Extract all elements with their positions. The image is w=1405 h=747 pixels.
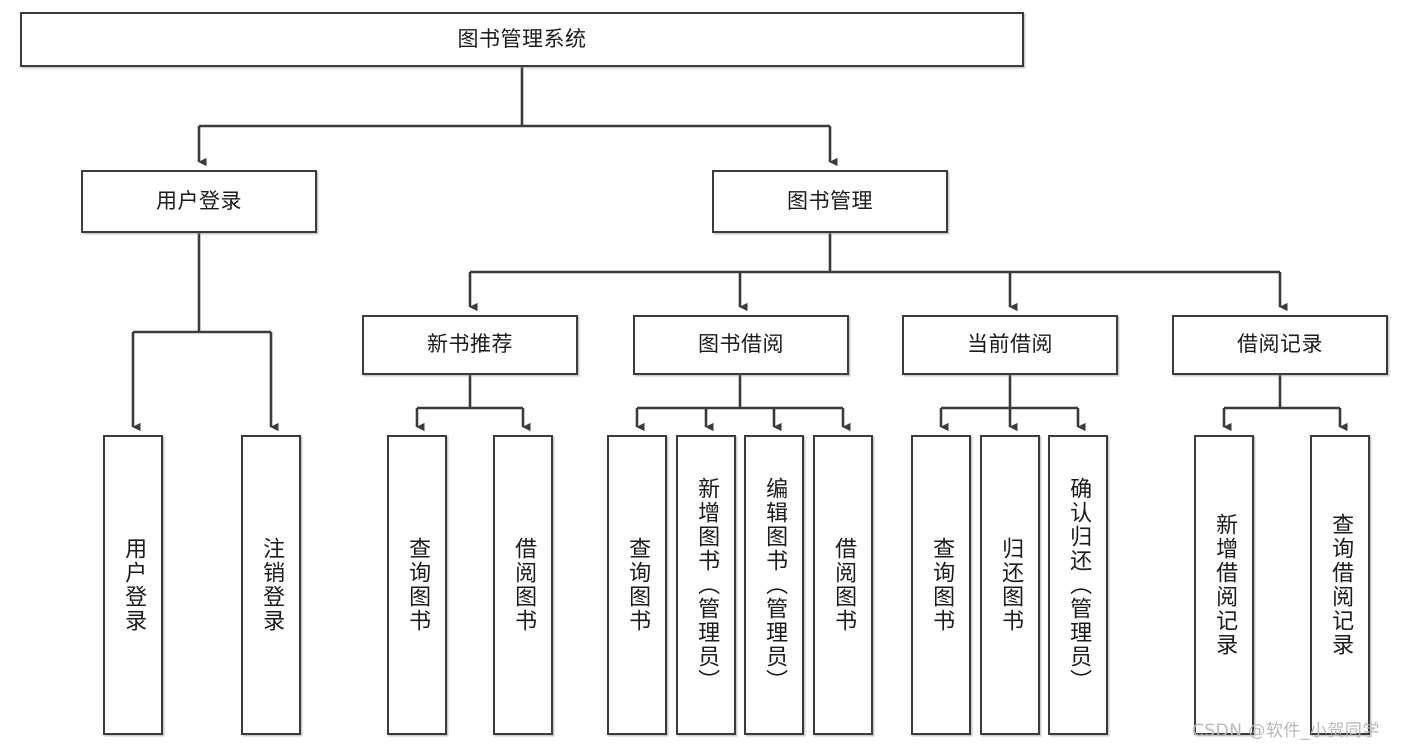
node-label: 图书管理系统 — [457, 26, 587, 51]
node-root-book-management-system[interactable]: 图书管理系统 — [20, 12, 1024, 67]
node-label: 借阅图书 — [831, 537, 857, 633]
leaf-query-borrow-record[interactable]: 查询借阅记录 — [1310, 435, 1370, 735]
csdn-watermark: CSDN @软件_小贺同学 — [1192, 721, 1380, 741]
node-label: 归还图书 — [998, 537, 1024, 633]
node-label: 查询借阅记录 — [1328, 513, 1354, 657]
node-label: 查询图书 — [625, 537, 651, 633]
node-book-management[interactable]: 图书管理 — [712, 170, 948, 233]
node-label: 图书借阅 — [698, 332, 784, 357]
node-label: 用户登录 — [156, 188, 242, 213]
node-label: 新增借阅记录 — [1212, 513, 1238, 657]
leaf-borrow-books-newbook[interactable]: 借阅图书 — [493, 435, 553, 735]
leaf-user-login[interactable]: 用户登录 — [103, 435, 163, 735]
node-label: 当前借阅 — [967, 332, 1053, 357]
leaf-logout[interactable]: 注销登录 — [241, 435, 301, 735]
node-label: 新增图书（管理员） — [694, 477, 720, 693]
node-label: 图书管理 — [787, 188, 873, 213]
leaf-borrow-books-borrow[interactable]: 借阅图书 — [813, 435, 873, 735]
node-user-login[interactable]: 用户登录 — [81, 170, 317, 233]
node-label: 确认归还（管理员） — [1066, 477, 1092, 693]
leaf-return-books[interactable]: 归还图书 — [980, 435, 1040, 735]
node-borrowing-record[interactable]: 借阅记录 — [1172, 315, 1388, 375]
node-label: 查询图书 — [929, 537, 955, 633]
node-label: 新书推荐 — [427, 332, 513, 357]
leaf-edit-book-admin[interactable]: 编辑图书（管理员） — [744, 435, 804, 735]
node-label: 借阅图书 — [511, 537, 537, 633]
node-label: 查询图书 — [405, 537, 431, 633]
node-label: 借阅记录 — [1237, 332, 1323, 357]
leaf-add-book-admin[interactable]: 新增图书（管理员） — [676, 435, 736, 735]
leaf-query-books-borrow[interactable]: 查询图书 — [607, 435, 667, 735]
leaf-query-books-current[interactable]: 查询图书 — [911, 435, 971, 735]
node-label: 用户登录 — [121, 537, 147, 633]
leaf-query-books-newbook[interactable]: 查询图书 — [387, 435, 447, 735]
node-book-borrowing[interactable]: 图书借阅 — [633, 315, 849, 375]
node-new-book-recommendation[interactable]: 新书推荐 — [362, 315, 578, 375]
node-current-borrowing[interactable]: 当前借阅 — [902, 315, 1118, 375]
leaf-confirm-return-admin[interactable]: 确认归还（管理员） — [1048, 435, 1108, 735]
leaf-add-borrow-record[interactable]: 新增借阅记录 — [1194, 435, 1254, 735]
node-label: 编辑图书（管理员） — [762, 477, 788, 693]
node-label: 注销登录 — [259, 537, 285, 633]
